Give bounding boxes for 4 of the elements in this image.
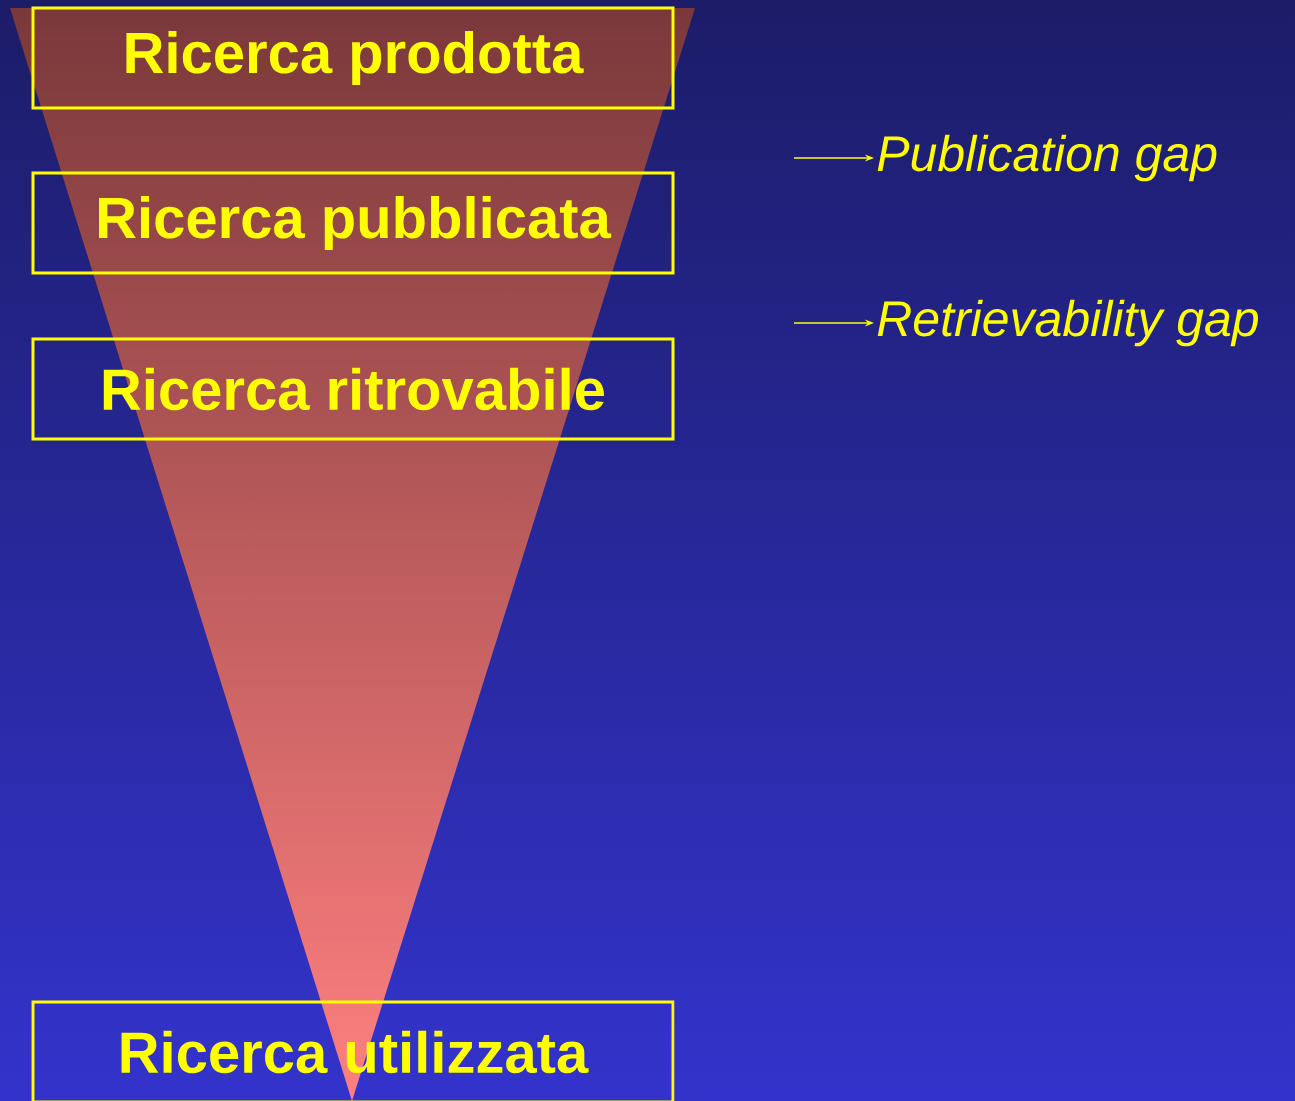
gap-label: Publication gap xyxy=(877,134,1217,182)
gap-label: Retrievability gap xyxy=(877,299,1258,347)
stage-box: Ricerca pubblicata xyxy=(31,171,675,275)
stage-box: Ricerca prodotta xyxy=(31,6,675,110)
